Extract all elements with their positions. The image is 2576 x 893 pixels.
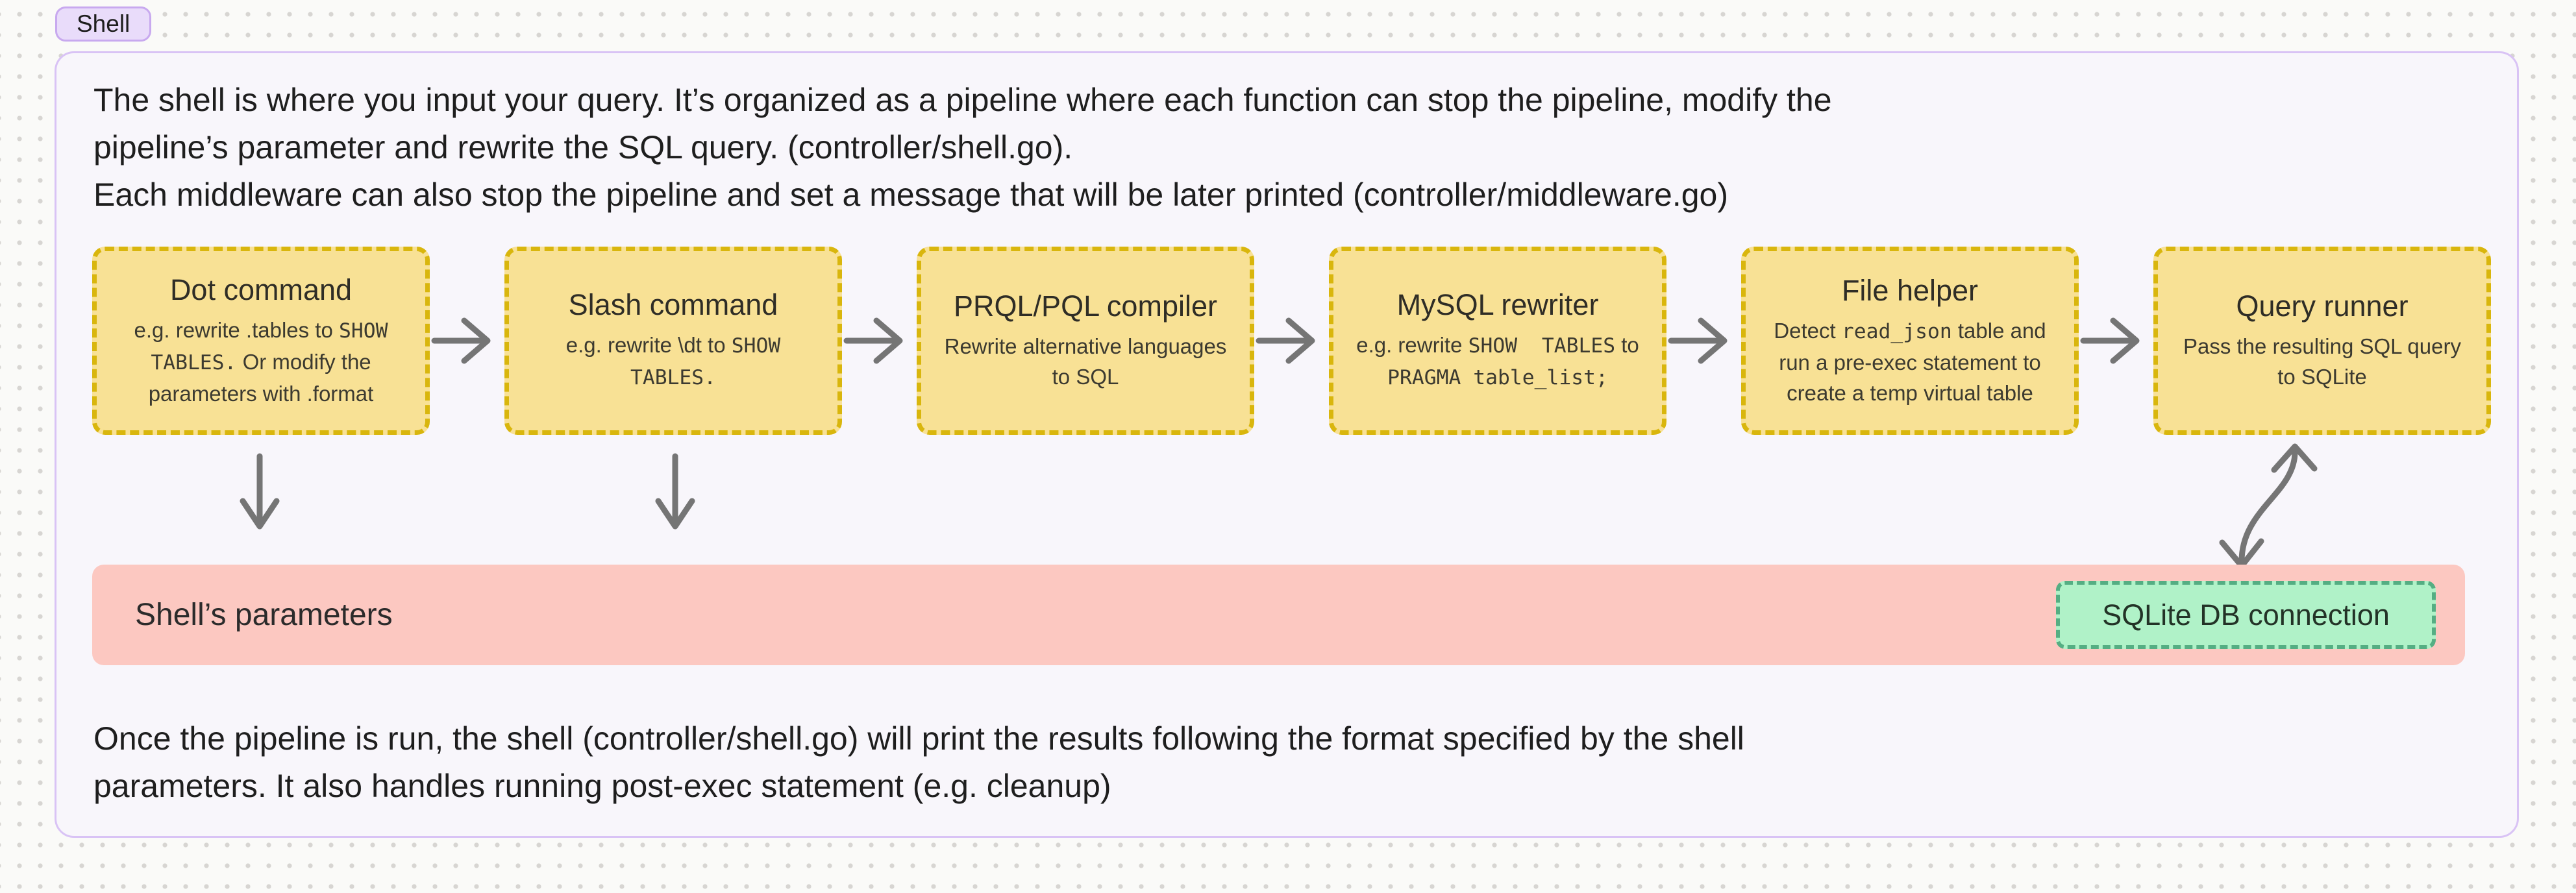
intro-line-1: The shell is where you input your query.… <box>93 82 1832 118</box>
arrow-right-icon <box>842 247 917 435</box>
arrow-right-icon <box>2079 247 2153 435</box>
shell-frame[interactable] <box>55 51 2519 838</box>
pipeline-box-file-helper[interactable]: File helper Detect read_json table and r… <box>1741 247 2079 435</box>
pipeline-row: Dot command e.g. rewrite .tables to SHOW… <box>92 247 2491 435</box>
box-description: e.g. rewrite .tables to SHOW TABLES. Or … <box>134 317 401 406</box>
box-title: File helper <box>1841 273 1979 307</box>
box-title: Dot command <box>169 273 353 306</box>
arrow-down-icon <box>236 453 283 544</box>
box-title: MySQL rewriter <box>1396 288 1599 321</box>
box-description: Rewrite alternative languages to SQL <box>944 334 1233 389</box>
shell-parameters-bar[interactable]: Shell’s parameters SQLite DB connection <box>92 565 2465 665</box>
arrow-down-icon <box>652 453 699 544</box>
box-title: Slash command <box>568 288 778 321</box>
curved-double-arrow-icon <box>2204 436 2340 574</box>
outro-line-1: Once the pipeline is run, the shell (con… <box>93 720 1744 757</box>
arrow-right-icon <box>1666 247 1741 435</box>
sqlite-db-connection-label: SQLite DB connection <box>2102 598 2390 631</box>
arrow-right-icon <box>430 247 504 435</box>
outro-line-2: parameters. It also handles running post… <box>93 768 1111 804</box>
pipeline-box-slash-command[interactable]: Slash command e.g. rewrite \dt to SHOW T… <box>504 247 842 435</box>
frame-label-text: Shell <box>77 10 130 37</box>
outro-text: Once the pipeline is run, the shell (con… <box>93 715 1744 810</box>
arrow-right-icon <box>1254 247 1329 435</box>
pipeline-box-prql-pql-compiler[interactable]: PRQL/PQL compiler Rewrite alternative la… <box>917 247 1254 435</box>
box-description: e.g. rewrite SHOW TABLES to PRAGMA table… <box>1356 333 1645 389</box>
box-title: PRQL/PQL compiler <box>954 289 1217 323</box>
sqlite-db-connection-box[interactable]: SQLite DB connection <box>2056 581 2436 649</box>
pipeline-box-dot-command[interactable]: Dot command e.g. rewrite .tables to SHOW… <box>92 247 430 435</box>
intro-line-2: pipeline’s parameter and rewrite the SQL… <box>93 129 1073 165</box>
pipeline-box-mysql-rewriter[interactable]: MySQL rewriter e.g. rewrite SHOW TABLES … <box>1329 247 1666 435</box>
intro-line-3: Each middleware can also stop the pipeli… <box>93 177 1729 213</box>
frame-label-shell[interactable]: Shell <box>55 6 152 42</box>
box-description: Detect read_json table and run a pre-exe… <box>1774 318 2052 405</box>
box-title: Query runner <box>2236 289 2409 323</box>
shell-parameters-label: Shell’s parameters <box>135 598 393 632</box>
box-description: Pass the resulting SQL query to SQLite <box>2183 334 2468 389</box>
box-description: e.g. rewrite \dt to SHOW TABLES. <box>565 333 793 389</box>
pipeline-box-query-runner[interactable]: Query runner Pass the resulting SQL quer… <box>2153 247 2491 435</box>
intro-text: The shell is where you input your query.… <box>93 77 1832 219</box>
